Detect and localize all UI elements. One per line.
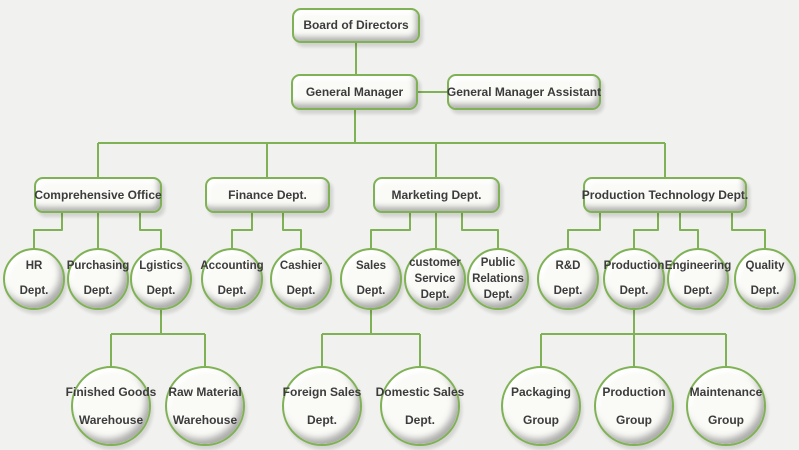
node-label: Purchasing bbox=[66, 260, 130, 272]
node-label: Production bbox=[603, 260, 665, 272]
node-finance-dept: Finance Dept. bbox=[205, 177, 330, 213]
node-hr-dept: HR Dept. bbox=[3, 248, 65, 310]
node-label: Comprehensive Office bbox=[34, 187, 162, 202]
node-label: customer bbox=[409, 256, 461, 269]
node-rd-dept: R&D Dept. bbox=[537, 248, 599, 310]
node-customer-service-dept: customer Service Dept. bbox=[404, 248, 466, 310]
node-cashier-dept: Cashier Dept. bbox=[270, 248, 332, 310]
node-packaging-group: Packaging Group bbox=[501, 366, 581, 446]
node-accounting-dept: Accounting Dept. bbox=[200, 248, 264, 310]
node-label: Cashier bbox=[279, 260, 323, 272]
node-label: Dept. bbox=[683, 285, 713, 297]
connector-gm-to-departments bbox=[97, 110, 666, 177]
node-label: Engineering bbox=[664, 260, 732, 272]
node-label: Dept. bbox=[217, 285, 247, 297]
node-production-group: Production Group bbox=[594, 366, 674, 446]
node-label: Public bbox=[480, 256, 516, 269]
node-label: General Manager bbox=[305, 84, 404, 99]
node-label: Quality bbox=[745, 260, 785, 272]
node-sales-dept: Sales Dept. bbox=[340, 248, 402, 310]
node-label: Dept. bbox=[483, 288, 513, 301]
node-label: Domestic Sales bbox=[375, 384, 465, 399]
node-label: Foreign Sales bbox=[282, 384, 362, 399]
node-purchasing-dept: Purchasing Dept. bbox=[67, 248, 129, 310]
node-label: Group bbox=[523, 412, 559, 427]
node-label: Group bbox=[616, 412, 652, 427]
node-label: HR bbox=[25, 260, 43, 272]
node-label: Warehouse bbox=[172, 412, 238, 427]
node-label: Production bbox=[602, 384, 666, 399]
node-label: Dept. bbox=[420, 288, 450, 301]
node-production-technology-dept: Production Technology Dept. bbox=[581, 177, 749, 213]
node-marketing-dept: Marketing Dept. bbox=[373, 177, 500, 213]
node-label: Packaging bbox=[510, 384, 572, 399]
node-label: Raw Material bbox=[168, 384, 242, 399]
node-production-dept: Production Dept. bbox=[603, 248, 665, 310]
node-label: Marketing Dept. bbox=[391, 187, 482, 202]
connector-lgistics-children bbox=[110, 310, 206, 366]
node-label: Dept. bbox=[146, 285, 176, 297]
node-label: Sales bbox=[355, 260, 387, 272]
node-label: Finance Dept. bbox=[228, 187, 307, 202]
node-comprehensive-office: Comprehensive Office bbox=[34, 177, 162, 213]
node-label: Board of Directors bbox=[303, 18, 409, 32]
node-raw-material-warehouse: Raw Material Warehouse bbox=[165, 366, 245, 446]
node-label: Lgistics bbox=[139, 260, 183, 272]
node-engineering-dept: Engineering Dept. bbox=[664, 248, 732, 310]
connector-comprehensive-office-children bbox=[33, 213, 162, 248]
node-label: Dept. bbox=[286, 285, 316, 297]
node-label: Finished Goods bbox=[65, 384, 157, 399]
node-label: Dept. bbox=[405, 412, 435, 427]
node-label: Dept. bbox=[83, 285, 113, 297]
node-label: Dept. bbox=[307, 412, 337, 427]
connector-sales-children bbox=[321, 310, 421, 366]
node-maintenance-group: Maintenance Group bbox=[686, 366, 766, 446]
node-label: Dept. bbox=[19, 285, 49, 297]
node-label: R&D bbox=[555, 260, 581, 272]
node-finished-goods-warehouse: Finished Goods Warehouse bbox=[66, 366, 156, 446]
node-label: Service bbox=[414, 272, 456, 285]
node-label: Warehouse bbox=[78, 412, 144, 427]
node-label: Group bbox=[708, 412, 744, 427]
connector-production-dept-children bbox=[540, 310, 727, 366]
connector-marketing-children bbox=[370, 213, 499, 248]
connector-finance-children bbox=[231, 213, 302, 248]
node-board-of-directors: Board of Directors bbox=[292, 8, 420, 43]
node-foreign-sales-dept: Foreign Sales Dept. bbox=[282, 366, 362, 446]
node-label: Dept. bbox=[619, 285, 649, 297]
node-label: Production Technology Dept. bbox=[581, 187, 749, 202]
node-lgistics-dept: Lgistics Dept. bbox=[130, 248, 192, 310]
node-label: Dept. bbox=[553, 285, 583, 297]
node-general-manager: General Manager bbox=[291, 74, 418, 110]
node-label: Accounting bbox=[200, 260, 264, 272]
node-label: Relations bbox=[472, 272, 524, 285]
node-domestic-sales-dept: Domestic Sales Dept. bbox=[376, 366, 464, 446]
node-general-manager-assistant: General Manager Assistant bbox=[447, 74, 601, 110]
node-quality-dept: Quality Dept. bbox=[734, 248, 796, 310]
node-label: Dept. bbox=[356, 285, 386, 297]
node-label: General Manager Assistant bbox=[446, 84, 602, 99]
node-label: Dept. bbox=[750, 285, 780, 297]
node-public-relations-dept: Public Relations Dept. bbox=[467, 248, 529, 310]
node-label: Maintenance bbox=[689, 384, 763, 399]
connector-production-technology-children bbox=[567, 213, 766, 248]
